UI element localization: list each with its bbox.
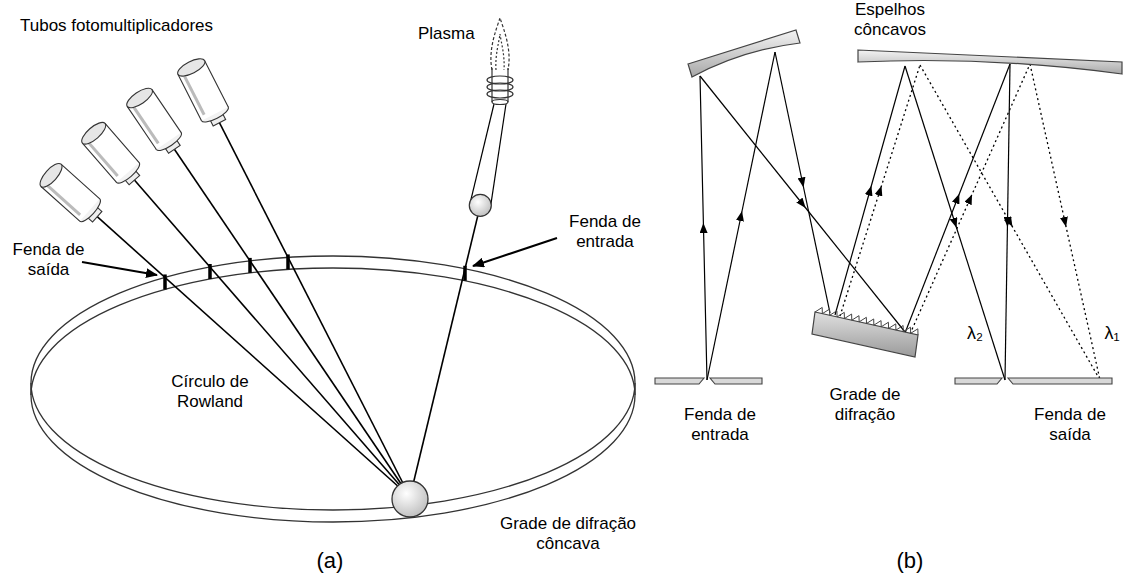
component-label: Círculo de Rowland <box>160 372 260 413</box>
component-label: Espelhos côncavos <box>830 0 950 41</box>
light-ray <box>700 76 905 332</box>
pointer-arrow <box>473 238 557 266</box>
photomultiplier-tube <box>175 55 233 129</box>
component-label: Fenda de entrada <box>665 405 775 446</box>
tube-window <box>124 85 156 112</box>
light-ray <box>835 66 905 315</box>
dotted-ray <box>910 64 1030 334</box>
ring-side <box>634 383 635 395</box>
component-label: Fenda de entrada <box>560 212 650 253</box>
entrance-slit <box>655 378 762 384</box>
light-cone <box>490 104 506 208</box>
exit-slit-mark <box>208 264 212 279</box>
light-cone <box>470 104 494 202</box>
photomultiplier-tube <box>37 160 108 228</box>
tube-window <box>37 160 66 190</box>
tube-shine <box>89 143 118 176</box>
component-label: Grade de difração côncava <box>488 514 648 555</box>
light-beams <box>97 104 506 497</box>
light-ray <box>905 64 1010 333</box>
rowland-circle <box>31 256 635 522</box>
torch-base <box>492 100 508 105</box>
light-ray <box>905 66 1005 380</box>
light-beam <box>219 123 410 497</box>
tube-window <box>78 119 109 148</box>
exit-slit-mark <box>248 258 252 273</box>
photomultiplier-tube <box>124 85 187 158</box>
groove-profile <box>815 307 918 335</box>
tube-shine <box>47 185 80 214</box>
component-label: Tubos fotomultiplicadores <box>20 16 280 36</box>
light-ray <box>707 52 775 380</box>
tube-shine <box>184 76 204 115</box>
component-label: Fenda de saída <box>6 240 91 281</box>
exit-slit <box>955 378 1112 384</box>
light-ray <box>775 52 830 313</box>
panel-letter: (b) <box>880 548 940 574</box>
plasma-flame <box>491 18 509 70</box>
slit-jaw <box>710 378 762 384</box>
tube-shine <box>134 107 159 143</box>
photomultiplier-tubes <box>37 55 233 228</box>
dotted-ray <box>1030 64 1100 380</box>
rf-coil <box>487 90 513 98</box>
plasma-flame <box>496 34 504 70</box>
light-beam <box>97 217 410 497</box>
component-label: Fenda de saída <box>1020 405 1120 446</box>
concave-mirror <box>858 50 1122 74</box>
plasma-torch <box>487 18 513 105</box>
slit-jaw <box>1008 378 1112 384</box>
light-ray <box>700 76 707 380</box>
dotted-ray <box>840 65 920 316</box>
dotted-ray <box>920 65 1100 380</box>
concave-mirror <box>688 30 800 77</box>
wavelength-label: λ₂ <box>963 323 987 345</box>
light-rays <box>700 52 1100 380</box>
wavelength-label: λ₁ <box>1100 323 1124 345</box>
ring-side <box>30 383 31 395</box>
light-beam <box>410 205 480 497</box>
entrance-slit-mark <box>463 266 467 281</box>
slit-jaw <box>655 378 704 384</box>
slit-jaw <box>955 378 1002 384</box>
focusing-lens <box>469 194 491 216</box>
panel-letter: (a) <box>300 548 360 574</box>
concave-grating <box>392 481 428 517</box>
exit-slit-mark <box>163 274 167 289</box>
component-label: Grade de difração <box>805 385 925 426</box>
component-label: Plasma <box>418 24 488 44</box>
exit-slit-mark <box>286 254 290 269</box>
grating-grooves <box>815 307 918 335</box>
light-beam <box>174 149 410 497</box>
tube-window <box>175 55 207 79</box>
pointer-arrow <box>82 262 157 275</box>
photomultiplier-tube <box>78 119 145 190</box>
